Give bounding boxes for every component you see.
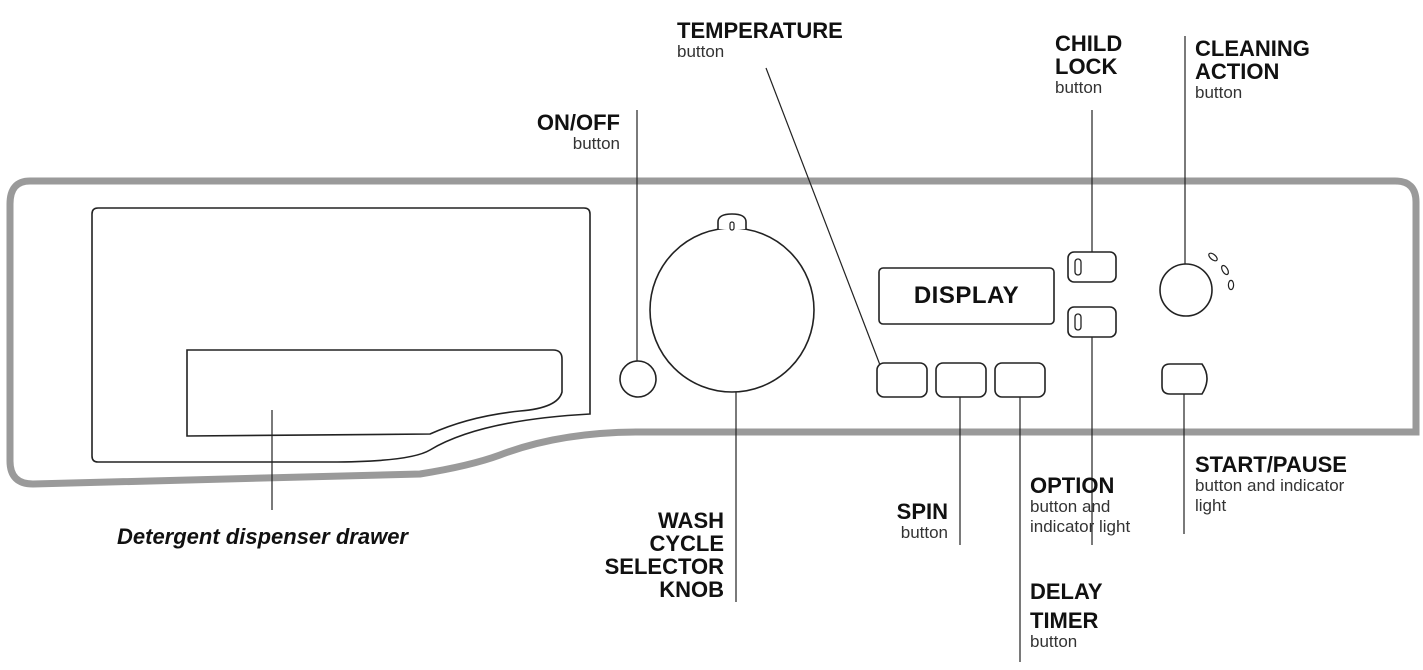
display-screen	[878, 267, 1055, 325]
leader-temperature	[765, 67, 881, 366]
child-lock-title-2: LOCK	[1055, 54, 1118, 80]
option-title: OPTION	[1030, 473, 1115, 498]
child-lock-label: CHILD LOCK button	[1055, 32, 1122, 99]
option-label: OPTION button and indicator light	[1030, 474, 1130, 538]
temperature-button[interactable]	[876, 362, 928, 398]
delay-timer-button[interactable]	[994, 362, 1046, 398]
wash-cycle-l4: KNOB	[659, 577, 724, 603]
cleaning-action-button[interactable]	[1159, 263, 1213, 317]
delay-timer-title-2: TIMER	[1030, 608, 1099, 634]
panel-outline	[6, 177, 1420, 488]
cleaning-action-sub: button	[1195, 83, 1243, 103]
start-pause-button[interactable]	[1161, 363, 1208, 395]
start-pause-title: START/PAUSE	[1195, 452, 1347, 477]
spin-button[interactable]	[935, 362, 987, 398]
on-off-sub: button	[572, 134, 620, 154]
delay-timer-title-1: DELAY	[1030, 579, 1103, 604]
spin-sub: button	[900, 523, 948, 543]
start-pause-label: START/PAUSE button and indicator light	[1195, 453, 1347, 517]
start-pause-sub-2: light	[1195, 496, 1227, 516]
display-label: DISPLAY	[913, 282, 1020, 309]
temperature-sub: button	[677, 42, 725, 62]
on-off-button[interactable]	[619, 360, 657, 398]
option-sub-1: button and	[1030, 497, 1111, 517]
on-off-label: ON/OFF button	[480, 111, 620, 154]
wash-cycle-l1: WASH	[658, 508, 724, 533]
temperature-label: TEMPERATURE button	[677, 19, 843, 62]
option-indicator	[1074, 313, 1082, 331]
wash-cycle-label: WASH CYCLE SELECTOR KNOB	[560, 509, 724, 601]
option-sub-2: indicator light	[1030, 517, 1131, 537]
start-pause-sub-1: button and indicator	[1195, 476, 1345, 496]
cleaning-action-title-1: CLEANING	[1195, 36, 1310, 61]
spin-label: SPIN button	[848, 500, 948, 543]
child-lock-title-1: CHILD	[1055, 31, 1123, 56]
child-lock-indicator	[1074, 258, 1082, 276]
child-lock-sub: button	[1055, 78, 1103, 98]
cleaning-action-label: CLEANING ACTION button	[1195, 37, 1310, 104]
delay-timer-label: DELAY TIMER button	[1030, 580, 1103, 653]
cleaning-level-light-2	[1221, 264, 1229, 276]
detergent-drawer	[91, 207, 591, 463]
knob-indicator	[729, 221, 735, 231]
detergent-drawer-label: Detergent dispenser drawer	[117, 524, 408, 549]
temperature-title: TEMPERATURE	[677, 18, 843, 43]
spin-title: SPIN	[896, 499, 948, 524]
wash-cycle-l2: CYCLE	[649, 531, 724, 557]
cleaning-level-light-3	[1227, 279, 1235, 291]
cleaning-level-light-1	[1208, 252, 1218, 262]
wash-cycle-knob[interactable]	[649, 227, 815, 393]
on-off-title: ON/OFF	[536, 110, 620, 135]
drawer-handle	[186, 349, 563, 437]
delay-timer-sub: button	[1030, 632, 1078, 652]
cleaning-action-title-2: ACTION	[1195, 59, 1280, 85]
wash-cycle-l3: SELECTOR	[604, 554, 724, 580]
